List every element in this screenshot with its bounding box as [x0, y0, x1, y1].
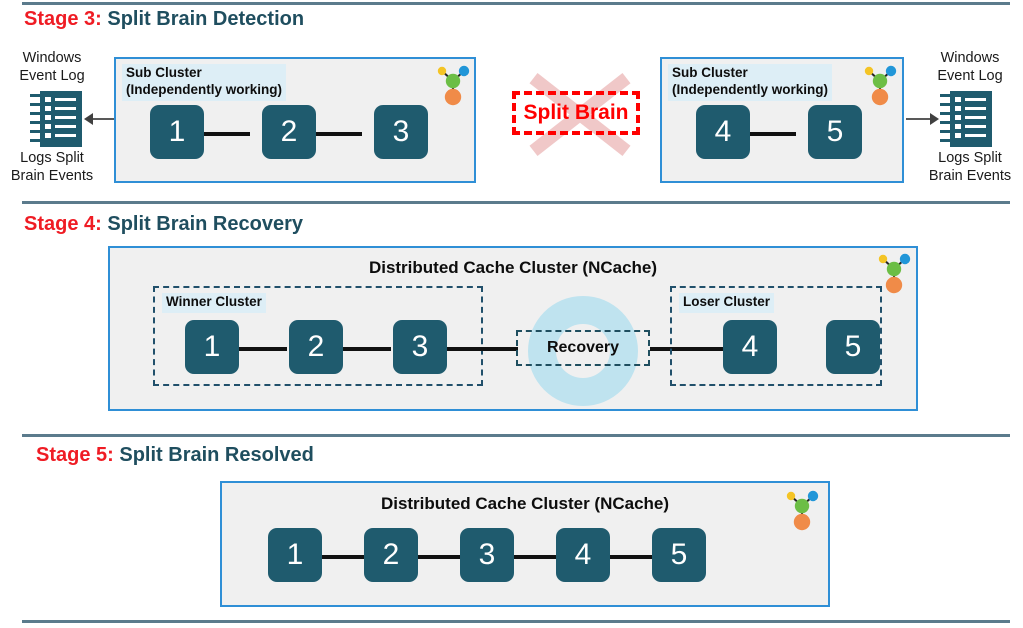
arrow-head-to-right-event-log	[930, 113, 939, 125]
stage-3-heading: Stage 3: Split Brain Detection	[24, 8, 304, 31]
divider-stage4-stage5	[22, 434, 1010, 437]
stage-5-number: Stage 5:	[36, 444, 114, 466]
node-link	[418, 555, 466, 559]
sub-cluster-label-line1: Sub Cluster	[126, 65, 202, 80]
node-link	[200, 132, 250, 136]
stage-3-number: Stage 3:	[24, 8, 102, 30]
winner-cluster-frame	[153, 286, 483, 386]
stage5-cluster-title: Distributed Cache Cluster (NCache)	[380, 494, 670, 513]
stage3-left-caption-bottom: Logs Split Brain Events	[2, 150, 102, 185]
sub-cluster-label-line1: Sub Cluster	[672, 65, 748, 80]
stage5-distributed-cache-cluster[interactable]: Distributed Cache Cluster (NCache) 1 2 3…	[220, 481, 830, 607]
stage3-right-sub-cluster[interactable]: Sub Cluster (Independently working) 4 5	[660, 57, 904, 183]
arrow-head-to-left-event-log	[84, 113, 93, 125]
caption-line: Windows Event Log	[19, 50, 85, 84]
stage-5-title: Split Brain Resolved	[113, 444, 314, 466]
stage-4-heading: Stage 4: Split Brain Recovery	[24, 213, 303, 236]
split-brain-label-box: Split Brain	[512, 91, 640, 135]
node-5[interactable]: 5	[808, 105, 862, 159]
node-3[interactable]: 3	[460, 528, 514, 582]
node-2[interactable]: 2	[364, 528, 418, 582]
node-4[interactable]: 4	[556, 528, 610, 582]
stage4-distributed-cache-cluster[interactable]: Distributed Cache Cluster (NCache) Winne…	[108, 246, 918, 411]
node-4[interactable]: 4	[696, 105, 750, 159]
node-link	[650, 347, 723, 351]
node-link	[610, 555, 658, 559]
node-5[interactable]: 5	[826, 320, 880, 374]
caption-line: Logs Split Brain Events	[10, 150, 94, 184]
winner-cluster-label: Winner Cluster	[162, 293, 266, 313]
recovery-donut-hole	[556, 324, 610, 378]
stage-4-title: Split Brain Recovery	[101, 213, 303, 235]
stage-4-number: Stage 4:	[24, 213, 102, 235]
divider-stage3-stage4	[22, 201, 1010, 204]
stage3-right-caption-bottom: Logs Split Brain Events	[918, 150, 1022, 185]
ncache-logo-icon	[786, 490, 819, 531]
stage3-left-sub-cluster[interactable]: Sub Cluster (Independently working) 1 2 …	[114, 57, 476, 183]
recovery-label-box: Recovery	[516, 330, 650, 366]
sub-cluster-label-line2: (Independently working)	[672, 81, 829, 97]
node-link	[237, 347, 287, 351]
loser-cluster-frame	[670, 286, 882, 386]
node-1[interactable]: 1	[185, 320, 239, 374]
windows-event-log-icon	[30, 91, 82, 147]
stage4-cluster-title: Distributed Cache Cluster (NCache)	[368, 258, 658, 277]
node-link	[341, 347, 391, 351]
node-5[interactable]: 5	[652, 528, 706, 582]
node-link	[312, 132, 362, 136]
divider-top	[22, 2, 1010, 5]
node-4[interactable]: 4	[723, 320, 777, 374]
stage3-left-sub-cluster-label: Sub Cluster (Independently working)	[122, 64, 287, 101]
ncache-logo-icon	[878, 253, 911, 294]
divider-bottom	[22, 620, 1010, 623]
ncache-logo-icon	[864, 65, 897, 106]
stage-3-title: Split Brain Detection	[101, 8, 305, 30]
arrow-line-to-right-event-log	[906, 118, 930, 120]
node-link	[746, 132, 796, 136]
node-link	[514, 555, 562, 559]
stage-5-heading: Stage 5: Split Brain Resolved	[36, 444, 314, 467]
node-3[interactable]: 3	[393, 320, 447, 374]
node-3[interactable]: 3	[374, 105, 428, 159]
split-brain-label: Split Brain	[523, 101, 629, 124]
split-brain-badge: Split Brain	[505, 58, 650, 166]
windows-event-log-icon	[940, 91, 992, 147]
stage3-right-sub-cluster-label: Sub Cluster (Independently working)	[668, 64, 833, 101]
node-1[interactable]: 1	[268, 528, 322, 582]
ncache-logo-icon	[437, 65, 470, 106]
sub-cluster-label-line2: (Independently working)	[126, 81, 283, 97]
node-2[interactable]: 2	[289, 320, 343, 374]
caption-line: Windows Event Log	[937, 50, 1003, 84]
stage3-left-caption-top: Windows Event Log	[4, 50, 100, 85]
arrow-line-to-left-event-log	[93, 118, 117, 120]
caption-line: Logs Split Brain Events	[928, 150, 1012, 184]
node-2[interactable]: 2	[262, 105, 316, 159]
node-link	[322, 555, 370, 559]
node-1[interactable]: 1	[150, 105, 204, 159]
node-link	[445, 347, 518, 351]
loser-cluster-label: Loser Cluster	[679, 293, 775, 313]
stage3-right-caption-top: Windows Event Log	[920, 50, 1020, 85]
